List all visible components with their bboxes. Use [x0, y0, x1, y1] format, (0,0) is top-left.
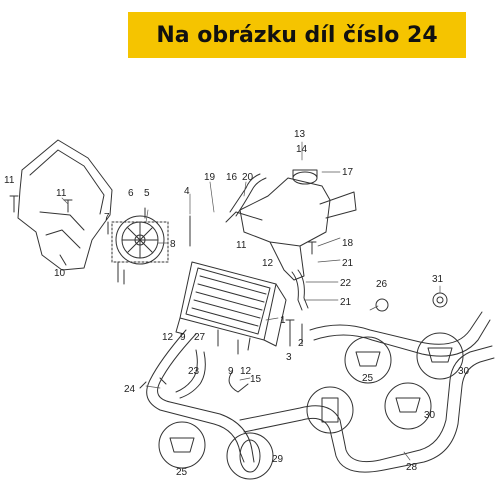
cooling-fan [111, 215, 169, 285]
callout-29: 29 [272, 454, 284, 465]
callout-11-b: 11 [56, 188, 67, 199]
callout-5: 5 [144, 188, 150, 199]
callout-23: 23 [188, 366, 200, 377]
hose-16-edge [235, 177, 267, 217]
bracket-15 [228, 371, 249, 393]
callout-27: 27 [194, 332, 206, 343]
hose-29 [309, 311, 491, 357]
hose-16 [229, 173, 261, 213]
hose-24 [139, 329, 255, 463]
hose-22 [291, 271, 303, 311]
callout-18: 18 [342, 238, 354, 249]
callout-11-a: 11 [4, 175, 15, 186]
callout-14: 14 [296, 144, 308, 155]
detail-circle-30-mid [384, 382, 432, 430]
callout-6: 6 [128, 188, 134, 199]
callout-30-b: 30 [424, 410, 436, 421]
detail-circle-clamp-mid [306, 386, 354, 434]
callout-31: 31 [432, 274, 444, 285]
callout-9-a: 9 [180, 332, 186, 343]
detail-circle-29 [226, 432, 274, 480]
callout-15: 15 [250, 374, 262, 385]
callout-7: 7 [104, 212, 110, 223]
callout-20: 20 [242, 172, 254, 183]
detail-circle-30-top [416, 332, 464, 380]
clamp-31 [432, 292, 448, 308]
clamp-26 [375, 298, 389, 312]
callout-21-a: 21 [342, 258, 354, 269]
callout-12-b: 12 [162, 332, 174, 343]
callout-22: 22 [340, 278, 352, 289]
callout-10: 10 [54, 268, 66, 279]
callout-16: 16 [226, 172, 238, 183]
radiator [175, 261, 287, 351]
detail-circle-25-bottom [158, 421, 206, 469]
callout-13: 13 [294, 129, 306, 140]
callout-4: 4 [184, 186, 190, 197]
callout-25-a: 25 [362, 373, 374, 384]
fan-shroud [17, 139, 113, 271]
banner-text: Na obrázku díl číslo 24 [156, 22, 438, 48]
callout-11-c: 11 [236, 240, 247, 251]
callout-12-c: 12 [240, 366, 252, 377]
callout-19: 19 [204, 172, 216, 183]
callout-1: 1 [280, 315, 286, 326]
callout-25-b: 25 [176, 467, 188, 478]
hose-23 [175, 349, 198, 393]
callout-8: 8 [170, 239, 176, 250]
callout-9-b: 9 [228, 366, 234, 377]
callout-3: 3 [286, 352, 292, 363]
callout-28: 28 [406, 462, 418, 473]
detail-circle-25-top [344, 336, 392, 384]
callout-12-a: 12 [262, 258, 274, 269]
callout-21-b: 21 [340, 297, 352, 308]
callout-2: 2 [298, 338, 304, 349]
callout-26: 26 [376, 279, 388, 290]
callout-17: 17 [342, 167, 354, 178]
title-banner: Na obrázku díl číslo 24 [128, 12, 466, 58]
callout-24: 24 [124, 384, 136, 395]
expansion-tank [225, 169, 357, 281]
callout-30-a: 30 [458, 366, 470, 377]
